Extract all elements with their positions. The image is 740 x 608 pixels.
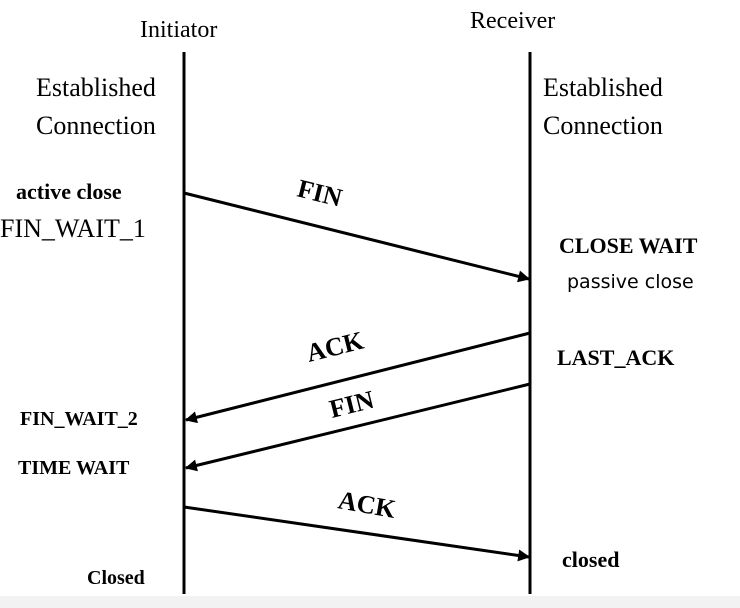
last-ack-label: LAST_ACK [557, 345, 674, 370]
initiator-closed-label: Closed [87, 567, 145, 589]
initiator-title: Initiator [140, 17, 217, 43]
bottom-bar [0, 596, 740, 608]
active-close-label: active close [16, 179, 122, 204]
receiver-closed-label: closed [562, 547, 619, 572]
time-wait-label: TIME WAIT [18, 457, 130, 479]
ack-arrow-to-initiator [184, 331, 531, 424]
fin-wait-2-label: FIN_WAIT_2 [20, 408, 138, 430]
fin-wait-1-label: FIN_WAIT_1 [0, 214, 146, 243]
receiver-title: Receiver [470, 8, 555, 34]
initiator-established-line2: Connection [36, 111, 156, 140]
fin-arrow-to-initiator [184, 382, 531, 472]
receiver-established-line1: Established [543, 73, 663, 102]
passive-close-label: passive close [567, 271, 694, 293]
initiator-established-line1: Established [36, 73, 156, 102]
fin-arrow-to-receiver [183, 191, 531, 283]
ack-arrow-to-receiver [183, 505, 531, 562]
close-wait-label: CLOSE WAIT [559, 233, 698, 258]
message-label-fin-2: FIN [326, 385, 377, 424]
receiver-established-line2: Connection [543, 111, 663, 140]
message-label-ack-2: ACK [336, 485, 399, 524]
message-label-ack-1: ACK [303, 326, 367, 368]
message-label-fin-1: FIN [295, 174, 346, 213]
